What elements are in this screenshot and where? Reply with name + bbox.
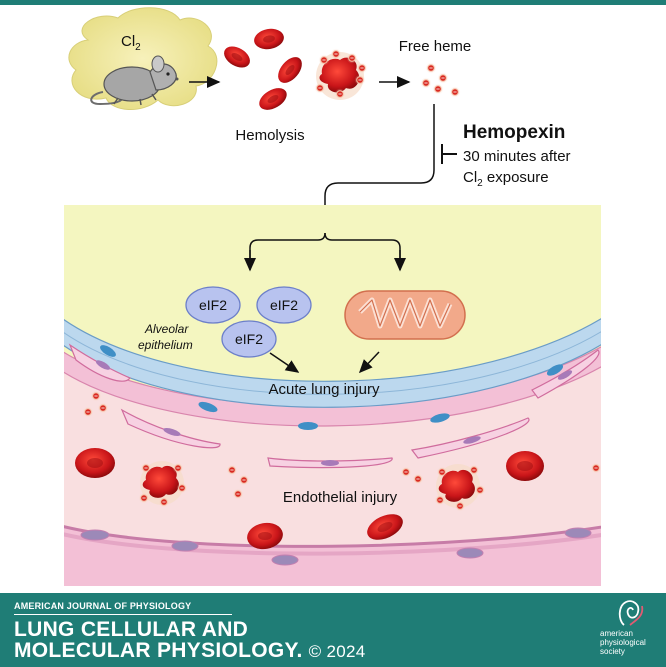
society-logo: american physiological society — [600, 598, 660, 662]
branch-arrows — [244, 232, 406, 374]
acute-lung-injury-label: Acute lung injury — [269, 381, 380, 398]
lung-tissue-panel: eIF2 eIF2 eIF2 Alveolar epithelium Acute… — [64, 205, 601, 586]
chlorine-label: Cl2 — [121, 33, 141, 53]
journal-name: AMERICAN JOURNAL OF PHYSIOLOGY — [14, 601, 192, 611]
society-line3: society — [600, 647, 625, 656]
rbc-group-top — [224, 28, 302, 110]
pathway-connector — [319, 104, 435, 228]
eif2-label-2: eIF2 — [270, 297, 298, 313]
journal-title-line1: LUNG CELLULAR AND — [14, 618, 249, 641]
alveolar-label-line2: epithelium — [138, 338, 193, 352]
journal-title-line2: MOLECULAR PHYSIOLOGY.© 2024 — [14, 639, 366, 662]
footer-divider — [14, 614, 232, 615]
society-logo-icon — [618, 600, 644, 626]
free-heme-particles — [420, 62, 461, 98]
timing-line1: 30 minutes after — [463, 148, 571, 165]
endothelial-injury-label: Endothelial injury — [283, 489, 398, 506]
vessel-rbcs — [75, 448, 544, 550]
alveolar-label-line1: Alveolar — [144, 322, 189, 336]
society-line1: american — [600, 629, 633, 638]
timing-line2: Cl2 exposure — [463, 169, 549, 189]
lysed-rbc-top — [314, 48, 368, 100]
mitochondrion-icon — [344, 290, 466, 340]
eif2-cluster: eIF2 eIF2 eIF2 — [185, 286, 312, 358]
vessel-lysed-rbcs — [138, 461, 486, 512]
society-line2: physiological — [600, 638, 646, 647]
top-frame-bar — [0, 0, 666, 5]
hemolysis-label: Hemolysis — [235, 127, 304, 144]
eif2-label-1: eIF2 — [199, 297, 227, 313]
mouse-icon — [90, 55, 179, 106]
free-heme-label: Free heme — [399, 38, 472, 55]
eif2-label-3: eIF2 — [235, 331, 263, 347]
inhibition-symbol — [441, 144, 457, 164]
copyright: © 2024 — [308, 642, 366, 661]
hemopexin-label: Hemopexin — [463, 122, 565, 143]
journal-footer: AMERICAN JOURNAL OF PHYSIOLOGY LUNG CELL… — [0, 593, 666, 667]
